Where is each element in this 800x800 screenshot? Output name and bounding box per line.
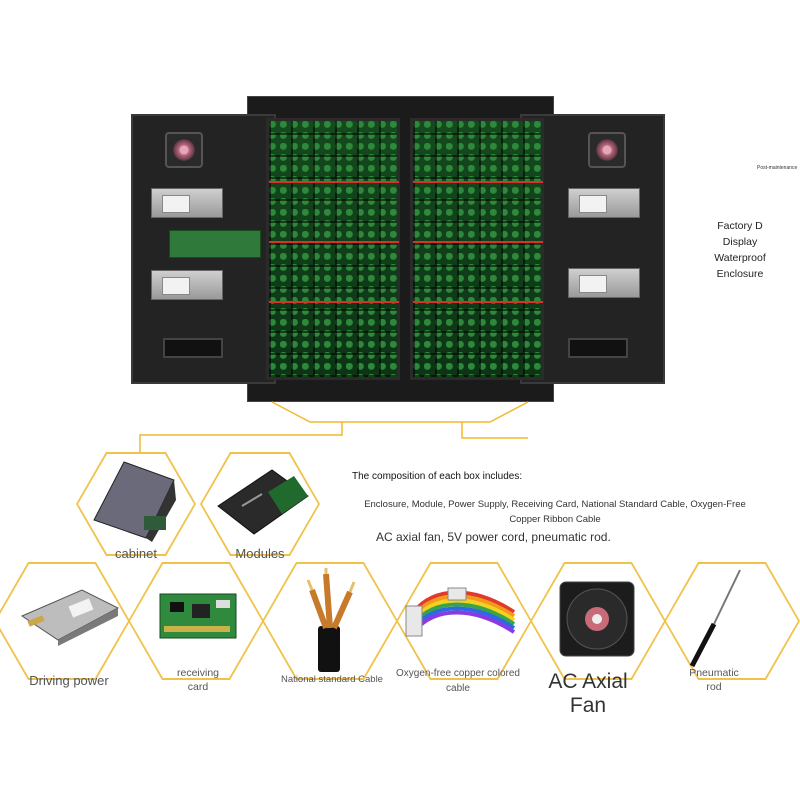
side-caption-line: Display [722,236,758,248]
component-label: cabinet [115,546,157,561]
power-supply-icon [151,270,223,300]
composition-items: Enclosure, Module, Power Supply, Receivi… [364,499,746,525]
led-module-illustration-icon [217,469,309,535]
component-label: Pneumatic rod [689,667,739,693]
power-wire [269,241,399,243]
power-wire [413,181,543,183]
component-label: National standard Cable [281,674,383,685]
cabinet-illustration-icon [93,461,176,542]
post-maintenance-note: Post-maintenance [757,165,798,171]
power-wire [413,241,543,243]
power-supply-icon [151,188,223,218]
receiving-card-illustration-icon [159,593,237,639]
receiving-card-icon [169,230,261,258]
power-supply-icon [568,268,640,298]
side-caption: Factory D Display Waterproof Enclosure [708,218,772,282]
door-handle-icon [568,338,628,358]
power-supply-icon [568,188,640,218]
cable-illustration-icon [306,568,356,672]
power-wire [413,301,543,303]
side-caption-line: Enclosure [716,268,764,280]
ribbon-cable-illustration-icon [405,587,516,637]
power-wire [269,301,399,303]
fan-icon [588,132,626,168]
power-wire [269,181,399,183]
component-label: Driving power [29,673,109,688]
pneumatic-rod-illustration-icon [689,569,741,668]
side-caption-line: Factory D [717,220,763,232]
component-label: Modules [235,546,285,561]
door-handle-icon [163,338,223,358]
left-door [131,114,276,384]
power-supply-illustration-icon [20,589,120,646]
component-label: receiving card [176,667,220,693]
fan-icon [165,132,203,168]
fan-illustration-icon [559,581,635,657]
composition-extra: AC axial fan, 5V power cord, pneumatic r… [376,530,611,544]
composition-heading: The composition of each box includes: [352,471,523,482]
component-label: AC Axial Fan [548,670,628,717]
side-caption-line: Waterproof [714,252,766,264]
component-label: Oxygen-free copper colored cable [396,668,520,694]
led-module-panel-right [410,118,544,380]
led-module-panel-left [266,118,400,380]
hex-frame [664,562,800,680]
